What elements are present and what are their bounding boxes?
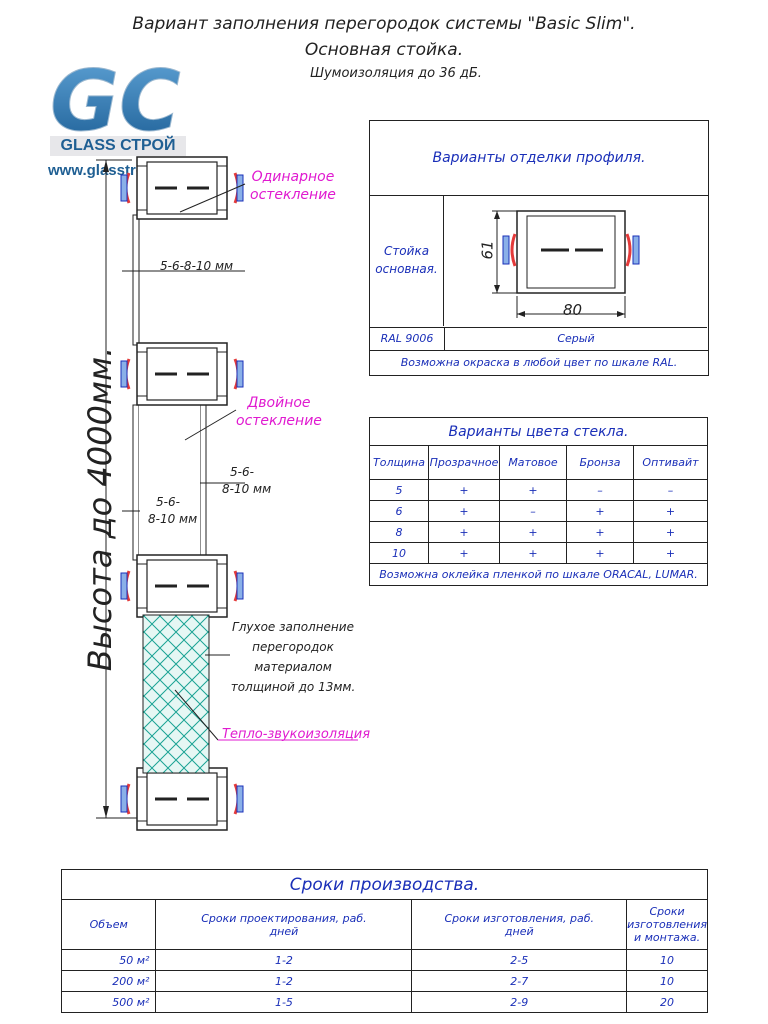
blind-fill-line1: Глухое заполнение: [232, 620, 354, 634]
double-glazing-line1: Двойное: [247, 395, 311, 411]
production-cell: 1-2: [155, 970, 413, 992]
gap-right-line1: 5-6-: [230, 465, 254, 479]
single-glazing-label: Одинарное остекление: [250, 168, 336, 204]
glass-cell: 5: [369, 479, 429, 501]
gap-right-label: 5-6- 8-10 мм: [222, 464, 271, 498]
glass-cell: –: [499, 500, 567, 522]
blind-fill-line4: толщиной до 13мм.: [230, 680, 356, 694]
production-header-manufacture: Сроки изготовления, раб. дней: [411, 899, 628, 950]
glass-cell: +: [633, 542, 708, 564]
page-subtitle: Основная стойка.: [304, 40, 464, 60]
production-cell: 10: [626, 970, 708, 992]
production-table-title: Сроки производства.: [61, 869, 708, 900]
blind-fill-line2: перегородок: [252, 640, 334, 654]
glass-cell: 6: [369, 500, 429, 522]
blind-fill-label: Глухое заполнение перегородок материалом…: [218, 617, 368, 697]
production-cell: 50 м²: [60, 949, 157, 971]
production-cell: 1-2: [155, 949, 413, 971]
glass-cell: +: [428, 542, 500, 564]
glass-cell: +: [499, 479, 567, 501]
table-row: 10 + + + +: [369, 542, 708, 564]
production-cell: 500 м²: [60, 991, 157, 1013]
glass-cell: +: [566, 521, 634, 543]
profile-color: Серый: [445, 327, 707, 350]
table-row: 8 + + + +: [369, 521, 708, 543]
production-cell: 200 м²: [60, 970, 157, 992]
insulation-label: Тепло-звукоизоляция: [222, 727, 371, 742]
glass-cell: +: [566, 542, 634, 564]
production-header-design: Сроки проектирования, раб. дней: [155, 899, 413, 950]
logo-letters: GC: [50, 58, 181, 138]
gap-left-line2: 8-10 мм: [148, 512, 198, 526]
logo-brand: GLASS СТРОЙ: [50, 136, 186, 156]
glass-cell: –: [633, 479, 708, 501]
production-header-volume: Объем: [60, 899, 157, 950]
glass-cell: +: [499, 521, 567, 543]
glass-cell: +: [428, 521, 500, 543]
profile-section-drawing: [492, 210, 640, 318]
ral-code: RAL 9006: [370, 327, 445, 350]
double-glazing-line2: остекление: [236, 413, 322, 429]
profile-finish-table: Варианты отделки профиля. Стойка основна…: [369, 120, 709, 376]
single-glazing-line1: Одинарное: [251, 169, 335, 185]
page-title: Вариант заполнения перегородок системы "…: [132, 14, 636, 34]
gap-left-label: 5-6- 8-10 мм: [148, 494, 198, 528]
glass-header-bronze: Бронза: [566, 445, 634, 480]
production-cell: 20: [626, 991, 708, 1013]
glass-cell: +: [566, 500, 634, 522]
glass-cell: 8: [369, 521, 429, 543]
glass-cell: +: [428, 500, 500, 522]
glass-header-optiwhite: Оптивайт: [633, 445, 708, 480]
profile-table-title: Варианты отделки профиля.: [370, 121, 708, 196]
glass-cell: –: [566, 479, 634, 501]
profile-dim-width: 80: [563, 301, 583, 319]
glass-color-table: Варианты цвета стекла. Толщина Прозрачно…: [369, 417, 708, 586]
double-glazing-label: Двойное остекление: [236, 394, 322, 430]
production-cell: 2-7: [411, 970, 628, 992]
production-cell: 2-5: [411, 949, 628, 971]
profile-row-label-line1: Стойка: [383, 244, 430, 258]
glass-cell: +: [499, 542, 567, 564]
profile-row-label: Стойка основная.: [370, 196, 444, 326]
production-cell: 10: [626, 949, 708, 971]
table-row: 6 + – + +: [369, 500, 708, 522]
production-cell: 2-9: [411, 991, 628, 1013]
glass-cell: 10: [369, 542, 429, 564]
glass-stroy-logo: GC: [50, 58, 182, 138]
glass-header-matte: Матовое: [499, 445, 567, 480]
production-cell: 1-5: [155, 991, 413, 1013]
blind-fill-line3: материалом: [254, 660, 332, 674]
profile-dim-height: 61: [478, 240, 497, 260]
single-glazing-line2: остекление: [250, 187, 336, 203]
glass-table-title: Варианты цвета стекла.: [369, 417, 708, 446]
gap-left-line1: 5-6-: [156, 495, 180, 509]
profile-note: Возможна окраска в любой цвет по шкале R…: [370, 350, 708, 375]
production-terms-table: Сроки производства. Объем Сроки проектир…: [60, 869, 708, 1013]
profile-row-label-line2: основная.: [375, 262, 438, 276]
glass-cell: +: [428, 479, 500, 501]
table-row: 5 + + – –: [369, 479, 708, 501]
glass-cell: +: [633, 500, 708, 522]
table-row: 500 м² 1-5 2-9 20: [60, 991, 708, 1013]
glass-table-note: Возможна оклейка пленкой по шкале ORACAL…: [369, 563, 708, 586]
table-row: 50 м² 1-2 2-5 10: [60, 949, 708, 971]
height-label: Высота до 4000мм.: [81, 346, 119, 672]
glass-header-clear: Прозрачное: [428, 445, 500, 480]
gap-right-line2: 8-10 мм: [222, 482, 272, 496]
gap-top-label: 5-6-8-10 мм: [160, 259, 234, 273]
glass-cell: +: [633, 521, 708, 543]
production-header-install: Сроки изготовления и монтажа.: [626, 899, 708, 950]
table-row: 200 м² 1-2 2-7 10: [60, 970, 708, 992]
page-subtitle-2: Шумоизоляция до 36 дБ.: [310, 66, 482, 81]
glass-header-thickness: Толщина: [369, 445, 429, 480]
